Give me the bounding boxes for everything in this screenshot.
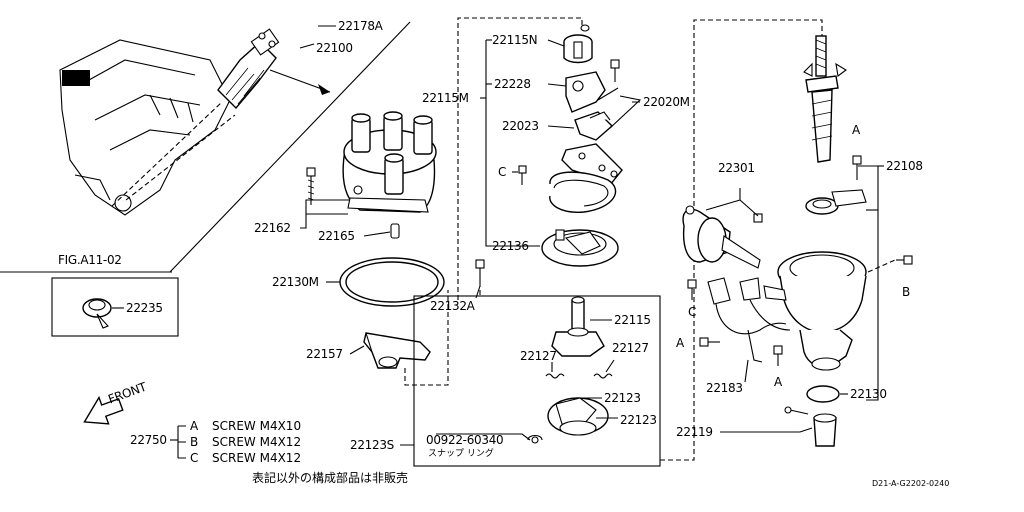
legend-text-c: SCREW M4X12 — [212, 451, 301, 465]
label-fig: FIG.A11-02 — [58, 253, 122, 267]
inset-distributor — [217, 28, 331, 110]
dash-top-link — [457, 17, 583, 300]
dash-rotor-link — [404, 290, 449, 386]
part-22136 — [541, 229, 619, 267]
shaft-22115 — [551, 296, 605, 357]
non-sale-note: 表記以外の構成部品は非販売 — [252, 470, 408, 485]
label-22162: 22162 — [254, 221, 291, 235]
label-22750: 22750 — [130, 433, 167, 447]
weights-22123 — [547, 397, 609, 436]
label-22301: 22301 — [718, 161, 755, 175]
label-c-top: C — [498, 165, 506, 179]
label-a-left: A — [676, 336, 685, 350]
front-arrow: FRONT — [83, 379, 149, 425]
p22235-box — [51, 277, 179, 337]
label-22115N: 22115N — [492, 33, 537, 47]
legend-text-a: SCREW M4X10 — [212, 419, 301, 433]
label-22123-lower: 22123 — [620, 413, 657, 427]
label-22183: 22183 — [706, 381, 743, 395]
spring-22127-left — [545, 373, 565, 379]
dash-right-link — [660, 19, 823, 461]
label-22127-right: 22127 — [612, 341, 649, 355]
vacuum-advance-22301 — [682, 205, 763, 269]
screw-legend: 22750 A SCREW M4X10 B SCREW M4X12 C SCRE… — [130, 419, 301, 465]
clip-ring — [518, 165, 617, 213]
label-22157: 22157 — [306, 347, 343, 361]
screws-right — [687, 155, 913, 366]
front-label: FRONT — [106, 379, 149, 406]
part-22235 — [82, 298, 124, 329]
label-22132A: 22132A — [430, 299, 476, 313]
label-22123-upper: 22123 — [604, 391, 641, 405]
label-22130: 22130 — [850, 387, 887, 401]
harness-22183 — [707, 277, 791, 363]
label-22235: 22235 — [126, 301, 163, 315]
engine-block-dark-patch — [62, 70, 90, 86]
part-22023 — [574, 87, 619, 141]
label-snap-ring-jp: スナップ リング — [428, 447, 494, 459]
spring-22127-right — [593, 373, 613, 379]
shaft-22108 — [803, 35, 847, 163]
rotor-22157 — [363, 332, 431, 369]
label-22115: 22115 — [614, 313, 651, 327]
label-22178A: 22178A — [338, 19, 384, 33]
legend-code-c: C — [190, 451, 198, 465]
gear-22119 — [784, 406, 837, 447]
bushing-plate — [805, 189, 867, 215]
distributor-cap — [342, 111, 437, 213]
label-22115M: 22115M — [422, 91, 469, 105]
label-a-bottom: A — [774, 375, 783, 389]
legend-code-b: B — [190, 435, 198, 449]
arrow-head — [318, 84, 330, 95]
label-a-top: A — [852, 123, 861, 137]
label-22100: 22100 — [316, 41, 353, 55]
ring-22130M — [339, 257, 445, 307]
engine-inset — [59, 39, 236, 216]
label-22130M: 22130M — [272, 275, 319, 289]
shaft-subassembly-box — [413, 295, 661, 467]
legend-code-a: A — [190, 419, 199, 433]
label-22020M: 22020M — [643, 95, 690, 109]
leader-lines — [170, 25, 884, 459]
label-22127-left: 22127 — [520, 349, 557, 363]
label-b-right: B — [902, 285, 910, 299]
label-22228: 22228 — [494, 77, 531, 91]
label-00922-60340: 00922-60340 — [426, 433, 503, 447]
label-c-right: C — [688, 305, 696, 319]
inset-divider — [169, 21, 411, 273]
distributor-housing — [763, 251, 867, 371]
oring-22130 — [806, 385, 840, 403]
screw-22132A — [475, 259, 485, 282]
label-22123S: 22123S — [350, 438, 394, 452]
label-22165: 22165 — [318, 229, 355, 243]
snap-ring — [527, 434, 543, 444]
label-22108: 22108 — [886, 159, 923, 173]
part-22115N — [563, 24, 593, 64]
label-22023: 22023 — [502, 119, 539, 133]
drawing-number: D21-A-G2202-0240 — [872, 479, 949, 488]
label-22136: 22136 — [492, 239, 529, 253]
label-22119: 22119 — [676, 425, 713, 439]
part-22228 — [565, 59, 620, 113]
pin-22165 — [390, 223, 400, 239]
legend-text-b: SCREW M4X12 — [212, 435, 301, 449]
